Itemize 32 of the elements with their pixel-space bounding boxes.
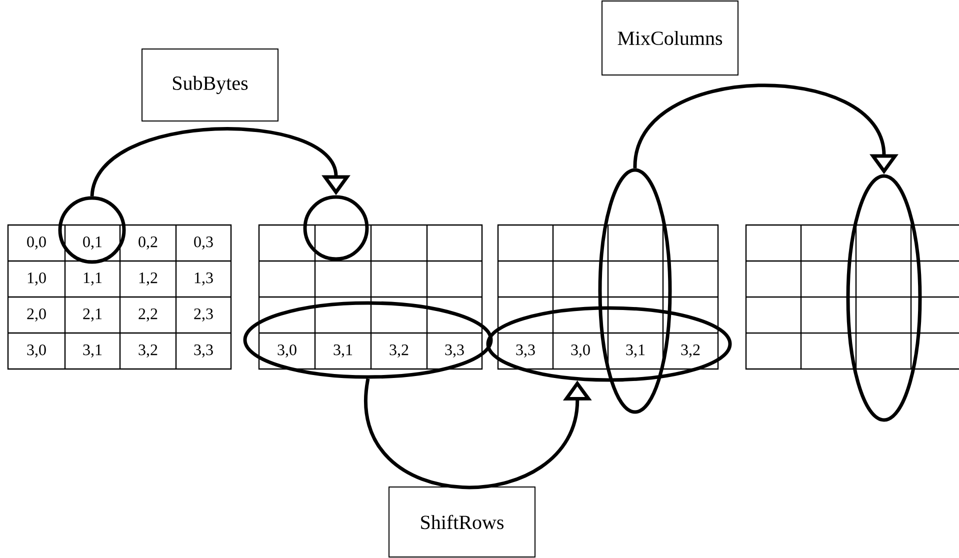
cell-label: 3,2 [138,344,158,358]
cell-label: 1,2 [139,272,158,286]
cell-label: 3,2 [681,344,700,358]
cell-label: 2,3 [194,308,213,322]
cell-label: 3,3 [194,344,213,358]
cell-label: 0,2 [138,236,158,250]
cell-label: 0,1 [83,236,102,250]
label-box: MixColumns [602,0,738,76]
cell-label: 2,1 [83,308,102,322]
label-box: ShiftRows [388,486,536,558]
cell-label: 3,0 [278,344,296,358]
cell-label: 3,0 [27,344,46,358]
arrow [90,127,350,197]
cell-label: 3,3 [516,344,535,358]
cell-label: 1,3 [194,272,213,286]
cell-label: 3,1 [626,344,645,358]
cell-label: 3,0 [571,344,590,358]
cell-label: 2,2 [138,308,158,322]
ellipse-marker [486,306,732,382]
circle-marker [58,196,126,264]
cell-label: 3,1 [334,344,352,358]
cell-label: 0,3 [194,236,213,250]
label-box: SubBytes [142,48,278,122]
ellipse-marker [243,301,493,379]
cell-label: 3,2 [390,344,408,358]
ellipse-marker [846,174,922,422]
ellipse-marker [598,168,672,414]
cell-label: 3,1 [83,344,102,358]
cell-label: 2,0 [27,308,46,322]
circle-marker [303,195,369,261]
cell-label: 1,0 [28,272,46,286]
cell-label: 3,3 [445,344,464,358]
